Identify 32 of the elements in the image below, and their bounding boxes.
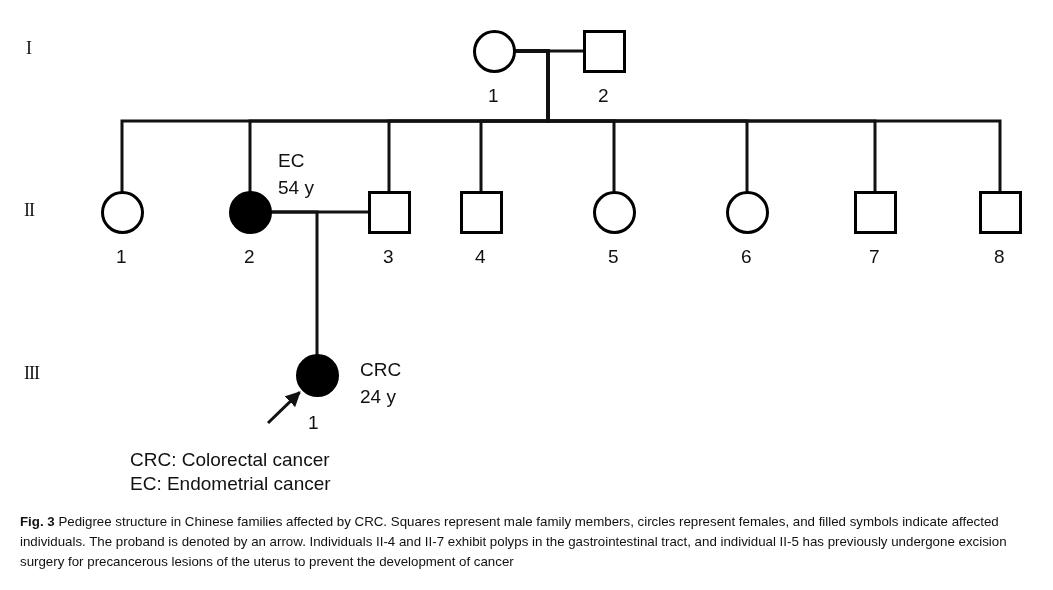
individual-number: 4 — [475, 245, 486, 269]
individual-number: 2 — [598, 84, 609, 108]
circle-symbol — [472, 29, 516, 73]
annotation-text: EC 54 y — [278, 149, 315, 200]
circle-symbol — [100, 190, 144, 234]
generation-label: II — [24, 200, 34, 221]
circle-symbol — [725, 190, 769, 234]
filled-circle-symbol — [295, 353, 339, 397]
square-symbol — [582, 29, 626, 73]
square-symbol — [459, 190, 503, 234]
square-symbol — [978, 190, 1022, 234]
individual-number: 7 — [869, 245, 880, 269]
individual-number: 6 — [741, 245, 752, 269]
square-symbol — [853, 190, 897, 234]
individual-number: 8 — [994, 245, 1005, 269]
circle-symbol — [592, 190, 636, 234]
square-symbol — [367, 190, 411, 234]
generation-label: III — [24, 363, 39, 384]
individual-number: 1 — [488, 84, 499, 108]
individual-number: 1 — [116, 245, 127, 269]
descent-line — [270, 210, 319, 355]
individual-number: 2 — [244, 245, 255, 269]
abbreviation-note: EC: Endometrial cancer — [130, 472, 331, 496]
generation-label: I — [26, 38, 31, 59]
individual-number: 3 — [383, 245, 394, 269]
annotation-text: CRC 24 y — [360, 358, 403, 409]
proband-arrow — [266, 391, 301, 425]
individual-number: 1 — [308, 411, 319, 435]
abbreviation-note: CRC: Colorectal cancer — [130, 448, 330, 472]
individual-number: 5 — [608, 245, 619, 269]
filled-circle-symbol — [228, 190, 272, 234]
figure-caption: Fig. 3 Pedigree structure in Chinese families affected by CRC. Squares represent male family members, circles represent females, and filled symbols indicate affected individuals. The proband is denoted by an arrow. Individuals II-4 and II-7 exhibit polyps in the gastrointestinal tract, and individual II-5 has previously undergone excision surgery for precancerous lesions of the uterus to prevent the development of cancer — [20, 513, 1008, 571]
